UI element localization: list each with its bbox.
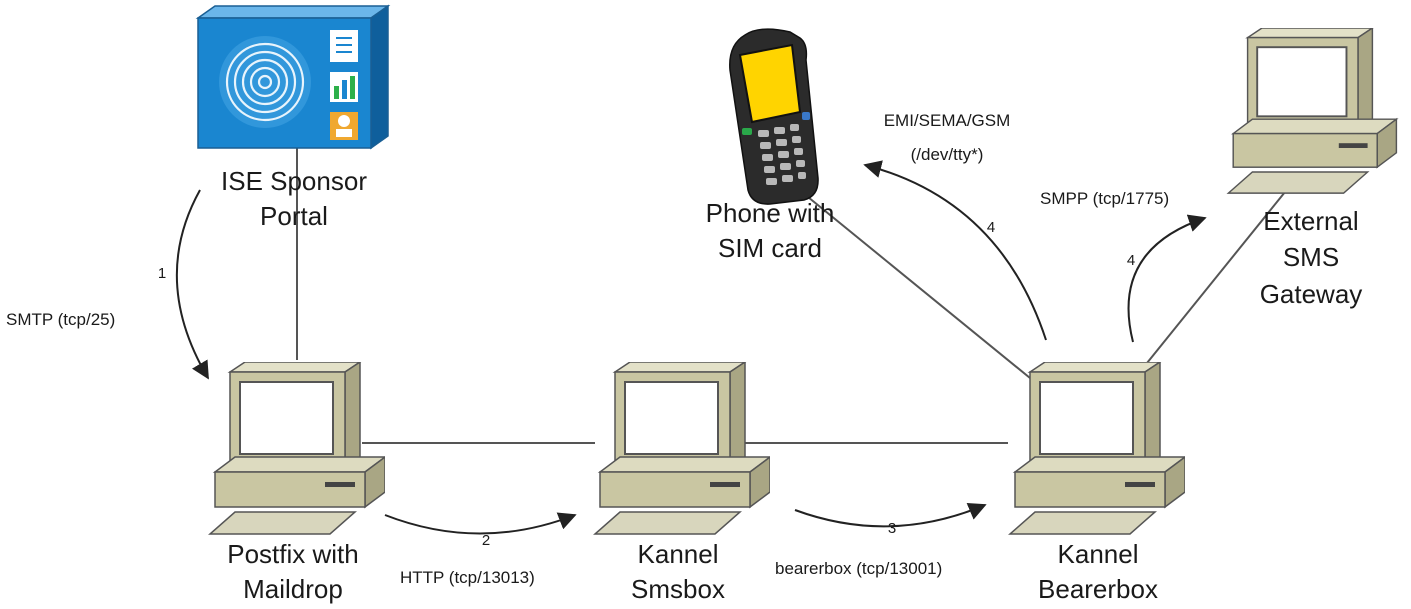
step-number-bearerbox: 3 bbox=[888, 520, 896, 537]
smsbox-computer-icon bbox=[594, 362, 770, 535]
bearerbox-computer-icon bbox=[1009, 362, 1185, 535]
link-bearerbox-external bbox=[1146, 191, 1286, 364]
ise-portal-icon bbox=[195, 4, 391, 150]
arrow-bearerbox bbox=[794, 502, 987, 528]
external-label-line1: External bbox=[1263, 206, 1358, 236]
step-number-emi: 4 bbox=[987, 219, 995, 236]
smtp-protocol-label: SMTP (tcp/25) bbox=[6, 310, 115, 329]
postfix-label-line2: Maildrop bbox=[243, 574, 343, 604]
link-phone-bearerbox bbox=[807, 196, 1031, 379]
arrow-smpp bbox=[1127, 214, 1207, 343]
bearerbox-label-line1: Kannel bbox=[1058, 539, 1139, 569]
bearerbox-protocol-label: bearerbox (tcp/13001) bbox=[775, 559, 942, 578]
postfix-computer-icon bbox=[209, 362, 385, 535]
emi-protocol-label-line1: EMI/SEMA/GSM bbox=[884, 111, 1011, 130]
postfix-label-line1: Postfix with bbox=[227, 539, 359, 569]
step-number-smpp: 4 bbox=[1127, 252, 1135, 269]
step-number-smtp: 1 bbox=[158, 265, 166, 282]
ise-label-line2: Portal bbox=[260, 201, 328, 231]
emi-protocol-label-line2: (/dev/tty*) bbox=[911, 145, 984, 164]
connection-lines bbox=[296, 148, 1286, 444]
http-protocol-label: HTTP (tcp/13013) bbox=[400, 568, 535, 587]
bearerbox-label-line2: Bearerbox bbox=[1038, 574, 1158, 604]
phone-label-line2: SIM card bbox=[718, 233, 822, 263]
smsbox-label-line2: Smsbox bbox=[631, 574, 725, 604]
flow-arrows bbox=[175, 160, 1207, 535]
phone-icon bbox=[729, 28, 819, 205]
arrow-emi bbox=[863, 160, 1047, 341]
arrow-http bbox=[384, 512, 577, 535]
ise-label-line1: ISE Sponsor bbox=[221, 166, 367, 196]
smsbox-label-line1: Kannel bbox=[638, 539, 719, 569]
step-number-http: 2 bbox=[482, 532, 490, 549]
external-label-line3: Gateway bbox=[1260, 279, 1363, 309]
smpp-protocol-label: SMPP (tcp/1775) bbox=[1040, 189, 1169, 208]
external-label-line2: SMS bbox=[1283, 242, 1339, 272]
arrow-smtp bbox=[175, 189, 209, 380]
external-gateway-computer-icon bbox=[1227, 28, 1398, 195]
phone-label-line1: Phone with bbox=[706, 198, 835, 228]
